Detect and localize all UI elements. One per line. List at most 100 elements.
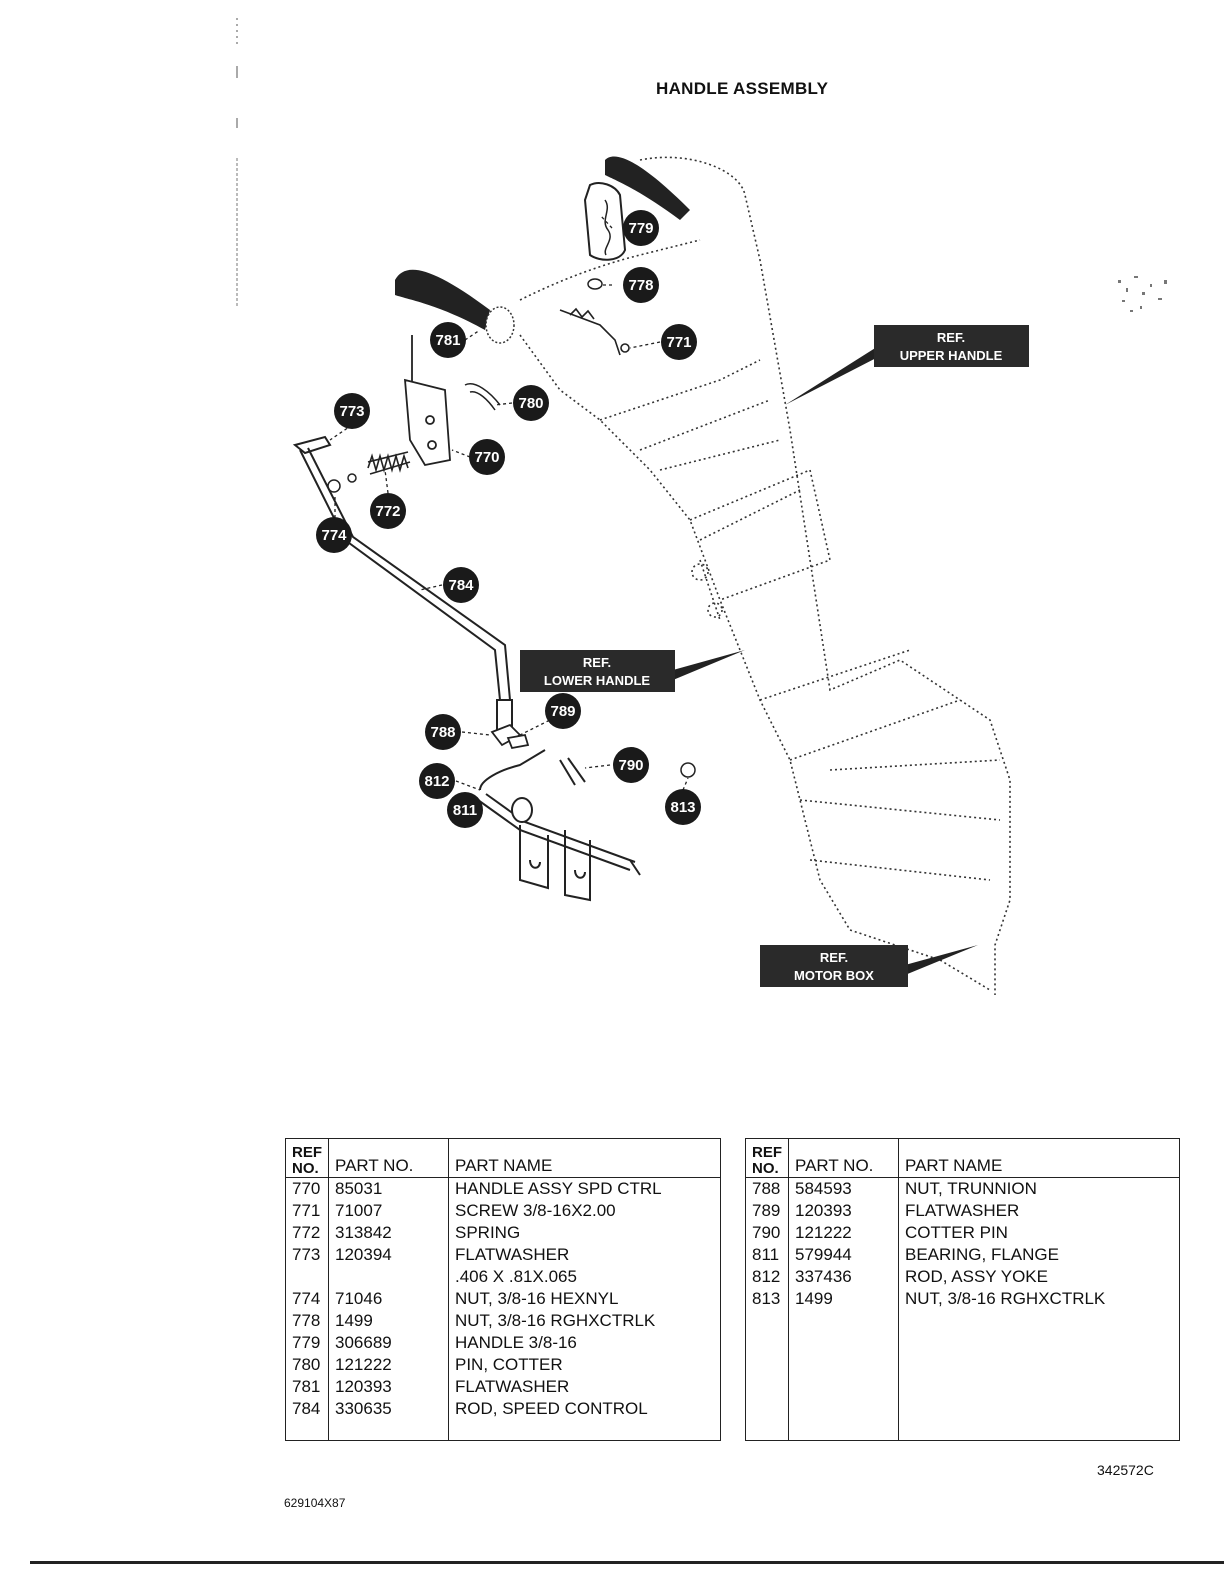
empty-row <box>745 1376 1180 1398</box>
empty-row <box>745 1354 1180 1376</box>
part-name-cell: NUT, 3/8-16 RGHXCTRLK <box>898 1288 1180 1310</box>
callout-781-label: 781 <box>435 332 460 349</box>
trunnion-shape <box>490 723 530 750</box>
callout-789-label: 789 <box>550 703 575 720</box>
page-title: HANDLE ASSEMBLY <box>656 79 829 98</box>
part-ref-cell: 788 <box>745 1177 789 1200</box>
part-number-cell: 71007 <box>328 1200 449 1222</box>
callout-784: 784 <box>443 567 479 603</box>
part-ref-cell: 770 <box>285 1177 329 1200</box>
part-number-cell: 121222 <box>328 1354 449 1376</box>
table-spacer-row <box>285 1420 721 1441</box>
part-ref-cell: 784 <box>285 1398 329 1420</box>
part-number-cell: 330635 <box>328 1398 449 1420</box>
screw-771-shape <box>559 307 630 356</box>
cotter-pin-780-shape <box>464 383 501 411</box>
callout-812: 812 <box>419 763 455 799</box>
part-ref-cell: 812 <box>745 1266 789 1288</box>
callout-778-label: 778 <box>628 277 653 294</box>
part-ref-cell: 790 <box>745 1222 789 1244</box>
speed-control-rod-shape <box>292 435 513 731</box>
part-ref-cell: 772 <box>285 1222 329 1244</box>
ref-label-motor-box: REF. MOTOR BOX <box>760 945 908 987</box>
handle-assembly-diagram: REF. UPPER HANDLE REF. LOWER HANDLE REF.… <box>292 156 1167 995</box>
part-number-cell: 579944 <box>788 1244 899 1266</box>
callout-789: 789 <box>545 693 581 729</box>
part-name-cell: BEARING, FLANGE <box>898 1244 1180 1266</box>
table-spacer-row <box>745 1420 1180 1441</box>
nut-813-shape <box>680 762 696 778</box>
handle-frame-outline <box>519 156 1011 995</box>
callout-813: 813 <box>665 789 701 825</box>
callout-811: 811 <box>447 792 483 828</box>
callout-779: 779 <box>623 210 659 246</box>
part-ref-cell: 778 <box>285 1310 329 1332</box>
part-ref-cell: 811 <box>745 1244 789 1266</box>
part-number-cell: 1499 <box>788 1288 899 1310</box>
callout-811-label: 811 <box>453 802 477 819</box>
part-number-cell: 121222 <box>788 1222 899 1244</box>
lower-grip-shape <box>395 269 515 344</box>
part-number-cell: 120394 <box>328 1244 449 1266</box>
callout-790-label: 790 <box>618 757 643 774</box>
header-part-name: PART NAME <box>448 1138 721 1178</box>
callout-770-label: 770 <box>474 449 499 466</box>
header-part-name: PART NAME <box>898 1138 1180 1178</box>
nut-778-shape <box>587 278 603 290</box>
empty-row <box>745 1398 1180 1420</box>
table-row: .406 X .81X.065 <box>285 1266 721 1288</box>
part-ref-cell: 774 <box>285 1288 329 1310</box>
part-ref-cell: 781 <box>285 1376 329 1398</box>
yoke-assembly-shape <box>477 749 641 902</box>
reference-pointers <box>673 345 978 975</box>
part-name-cell: ROD, ASSY YOKE <box>898 1266 1180 1288</box>
part-ref-cell: 813 <box>745 1288 789 1310</box>
part-number-cell: 85031 <box>328 1177 449 1200</box>
part-number-cell <box>328 1266 449 1288</box>
empty-row <box>745 1332 1180 1354</box>
part-name-cell: PIN, COTTER <box>448 1354 721 1376</box>
callout-774-label: 774 <box>321 527 347 544</box>
part-name-cell: SCREW 3/8-16X2.00 <box>448 1200 721 1222</box>
ref-label-motor-box-line1: REF. <box>820 950 848 965</box>
callout-772: 772 <box>370 493 406 529</box>
part-ref-cell: 779 <box>285 1332 329 1354</box>
empty-row <box>745 1310 1180 1332</box>
part-name-cell: HANDLE 3/8-16 <box>448 1332 721 1354</box>
callout-772-label: 772 <box>375 503 400 520</box>
callout-812-label: 812 <box>424 773 449 790</box>
part-name-cell: SPRING <box>448 1222 721 1244</box>
part-name-cell: ROD, SPEED CONTROL <box>448 1398 721 1420</box>
callout-771-label: 771 <box>666 334 691 351</box>
spring-772-shape <box>367 451 411 475</box>
header-part-no: PART NO. <box>328 1138 449 1178</box>
part-ref-cell <box>285 1266 329 1288</box>
ref-label-lower-handle-line2: LOWER HANDLE <box>544 673 650 688</box>
part-name-cell: FLATWASHER <box>898 1200 1180 1222</box>
callout-770: 770 <box>469 439 505 475</box>
part-number-cell: 337436 <box>788 1266 899 1288</box>
part-ref-cell: 780 <box>285 1354 329 1376</box>
bottom-rule <box>30 1561 1224 1564</box>
ref-label-lower-handle: REF. LOWER HANDLE <box>520 650 675 692</box>
callout-774: 774 <box>316 517 352 553</box>
part-number-cell: 120393 <box>328 1376 449 1398</box>
part-number-cell: 306689 <box>328 1332 449 1354</box>
callout-784-label: 784 <box>448 577 474 594</box>
part-name-cell: .406 X .81X.065 <box>448 1266 721 1288</box>
part-ref-cell: 789 <box>745 1200 789 1222</box>
part-name-cell: COTTER PIN <box>898 1222 1180 1244</box>
part-name-cell: NUT, 3/8-16 HEXNYL <box>448 1288 721 1310</box>
